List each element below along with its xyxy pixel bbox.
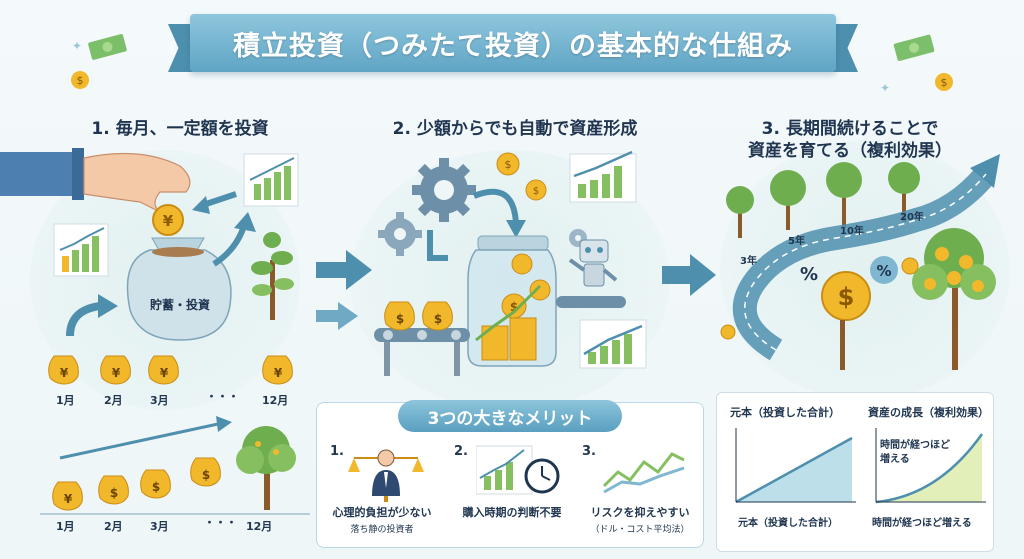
- svg-text:¥: ¥: [274, 366, 283, 380]
- month-label: ・・・: [204, 516, 237, 529]
- principal-title: 元本（投資した合計）: [730, 406, 840, 419]
- percent-sign: %: [800, 264, 819, 285]
- tree-icon: [270, 260, 275, 320]
- merit-sub: （ドル・コスト平均法）: [590, 525, 690, 535]
- merit-label: 購入時期の判断不要: [462, 506, 562, 519]
- svg-text:¥: ¥: [163, 212, 174, 230]
- growth-note-line1: 時間が経つほど: [880, 440, 950, 451]
- principal-caption: 元本（投資した合計）: [738, 518, 838, 529]
- principal-chart: [735, 428, 856, 504]
- scale-person-icon: [348, 449, 424, 502]
- risk-line-icon: [602, 452, 685, 494]
- svg-text:✦: ✦: [72, 39, 82, 53]
- step-arrow: [662, 254, 716, 296]
- step1-illustration: ¥: [0, 148, 299, 341]
- chart-clock-icon: [476, 445, 560, 495]
- money-bag-icon: ¥: [48, 355, 79, 385]
- month-label: ・・・: [206, 390, 239, 403]
- month-label: 1月: [56, 394, 75, 407]
- svg-text:¥: ¥: [64, 492, 73, 506]
- svg-text:$: $: [838, 283, 855, 311]
- bag-label: 貯蓄・投資: [149, 298, 210, 312]
- svg-text:$: $: [152, 480, 160, 494]
- month-label: 12月: [246, 520, 273, 533]
- merit-label: 心理的負担が少ない: [332, 506, 432, 519]
- svg-text:$: $: [434, 312, 442, 326]
- merit-number: 2.: [454, 444, 468, 459]
- svg-text:$: $: [396, 312, 404, 326]
- svg-text:$: $: [533, 186, 539, 197]
- growth-caption: 時間が経つほど増える: [872, 518, 972, 529]
- growth-row: ¥ $ $ $: [40, 416, 310, 515]
- svg-text:%: %: [876, 262, 891, 280]
- step2-title: 2. 少額からでも自動で資産形成: [392, 119, 638, 139]
- year-label: 5年: [788, 236, 805, 247]
- merits-title: 3つの大きなメリット: [427, 408, 593, 429]
- growth-title: 資産の成長（複利効果）: [868, 406, 989, 419]
- gear-icon: [378, 212, 422, 256]
- step1-title: 1. 毎月、一定額を投資: [91, 119, 269, 139]
- svg-text:$: $: [941, 76, 948, 89]
- robot-icon: [568, 239, 618, 287]
- month-label: 3月: [150, 394, 169, 407]
- svg-text:$: $: [510, 300, 518, 314]
- step2-illustration: $ $ $ $ $: [374, 150, 647, 376]
- step3-illustration: $ %: [720, 154, 1000, 370]
- merit-number: 1.: [330, 444, 344, 459]
- clock-icon: [524, 458, 560, 494]
- conveyor-icon: [374, 296, 626, 376]
- banknote-icon: $ ✦: [880, 34, 953, 95]
- step3-title-line1: 3. 長期間続けることで: [761, 119, 939, 139]
- jar-icon: $: [467, 235, 557, 367]
- step3-title-line2: 資産を育てる（複利効果）: [748, 141, 952, 161]
- year-label: 20年: [900, 212, 924, 223]
- page-title: 積立投資（つみたて投資）の基本的な仕組み: [233, 30, 793, 62]
- svg-text:$: $: [110, 486, 118, 500]
- month-label: 2月: [104, 520, 123, 533]
- year-label: 3年: [740, 256, 757, 267]
- merits-header: 3つの大きなメリット: [398, 400, 622, 432]
- growth-chart: [875, 428, 986, 504]
- month-label: 3月: [150, 520, 169, 533]
- merit-number: 3.: [582, 444, 596, 459]
- gear-icon: [412, 158, 476, 222]
- svg-text:$: $: [202, 468, 210, 482]
- svg-text:¥: ¥: [160, 366, 169, 380]
- merit-label: リスクを抑えやすい: [590, 506, 690, 519]
- title-banner: 積立投資（つみたて投資）の基本的な仕組み: [190, 14, 836, 72]
- dollar-coin-icon: [821, 271, 871, 321]
- growth-note-line2: 増える: [880, 454, 910, 465]
- bag-row-top: ¥ ¥ ¥ ¥: [48, 355, 293, 385]
- svg-text:$: $: [77, 74, 84, 87]
- month-label: 2月: [104, 394, 123, 407]
- banknote-icon: $ ✦: [71, 34, 127, 89]
- svg-text:¥: ¥: [60, 366, 69, 380]
- month-label: 12月: [262, 394, 289, 407]
- svg-text:¥: ¥: [112, 366, 121, 380]
- year-label: 10年: [840, 226, 864, 237]
- step-arrow: [316, 250, 372, 330]
- merit-sub: 落ち静の投資者: [350, 525, 414, 535]
- yen-coin-icon: [152, 204, 184, 236]
- month-label: 1月: [56, 520, 75, 533]
- svg-text:$: $: [505, 158, 512, 171]
- svg-text:✦: ✦: [880, 81, 890, 95]
